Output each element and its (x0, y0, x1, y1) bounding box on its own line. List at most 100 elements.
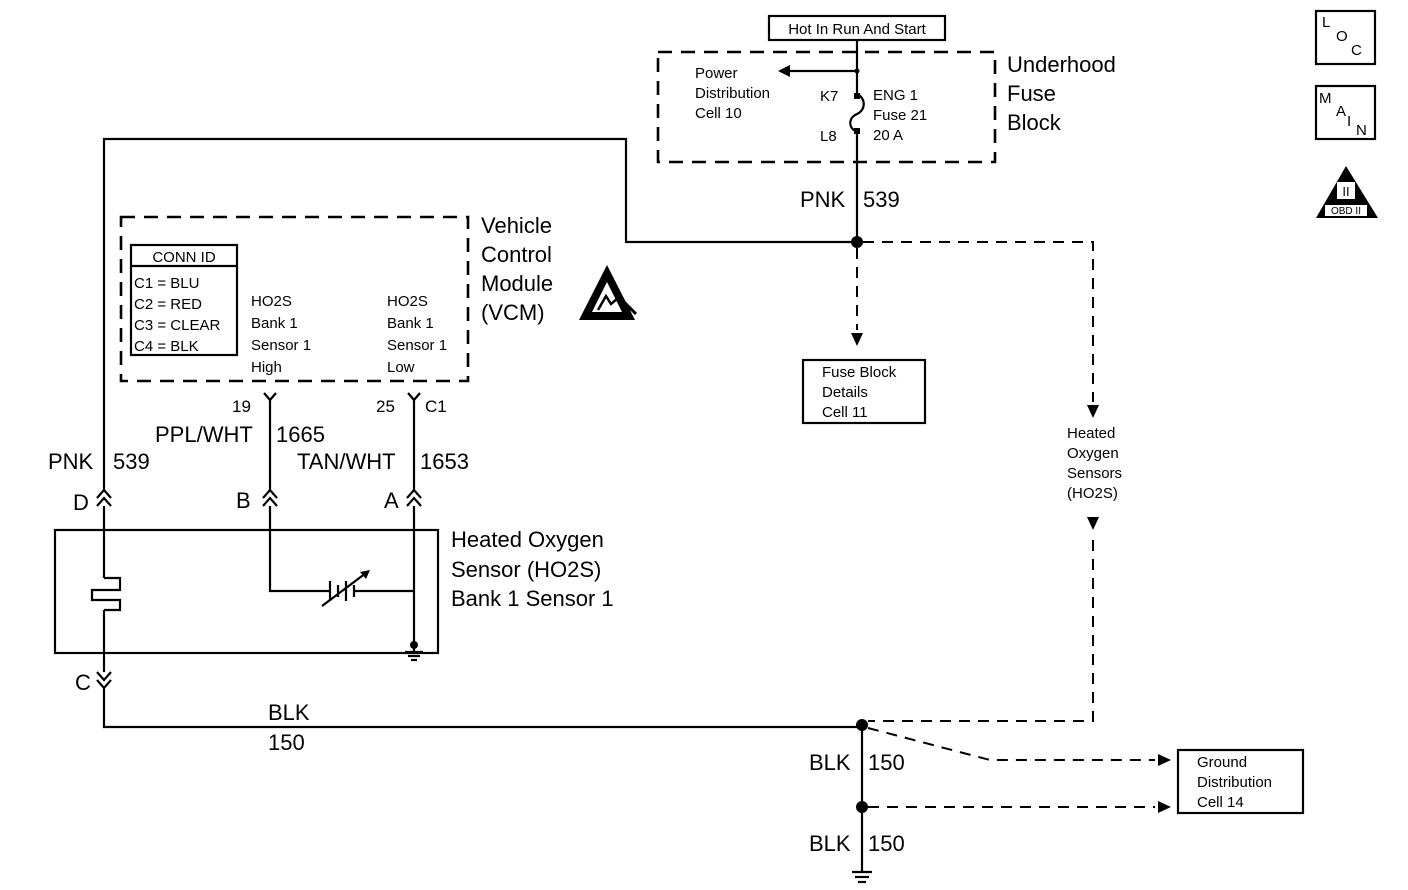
arrow-right-icon (1158, 754, 1171, 766)
ground-dist-label-3: Cell 14 (1197, 794, 1244, 811)
ho2s-ref-label-4: (HO2S) (1067, 485, 1118, 502)
main-icon: M A I N (1314, 84, 1377, 141)
terminal-d-label: D (73, 490, 89, 515)
terminal-d-connector-icon (96, 488, 112, 507)
ho2s-low-label-4: Low (387, 359, 415, 376)
pin-19-connector-icon (263, 392, 277, 402)
ho2s-high-label-3: Sensor 1 (251, 337, 311, 354)
ho2s-high-label-2: Bank 1 (251, 315, 298, 332)
blk-150-ground-wire (102, 688, 862, 729)
tan-wire-color: TAN/WHT (297, 449, 396, 474)
svg-text:N: N (1356, 122, 1367, 139)
ho2s-low-label-1: HO2S (387, 293, 428, 310)
loc-icon: L O C (1314, 9, 1377, 66)
arrow-down-icon (851, 333, 863, 346)
svg-text:M: M (1319, 90, 1332, 107)
conn-id-title: CONN ID (152, 249, 216, 266)
connector-c1-label: C1 (425, 397, 447, 416)
ground-dist-label-1: Ground (1197, 754, 1247, 771)
power-dist-label-1: Power (695, 65, 738, 82)
blk-low-color: BLK (809, 831, 851, 856)
ppl-wire-circuit: 1665 (276, 422, 325, 447)
ho2s-ground-dashed-wire (868, 540, 1094, 722)
blk-low-circuit: 150 (868, 831, 905, 856)
pnk-539-feed-wire (102, 137, 857, 490)
svg-text:O: O (1336, 28, 1348, 45)
underhood-label-3: Block (1007, 110, 1062, 135)
power-dist-arrow-icon (778, 65, 790, 77)
fuse-name-1: ENG 1 (873, 87, 918, 104)
arrow-down-icon (1087, 517, 1099, 530)
pin-25-label: 25 (376, 397, 395, 416)
vcm-label-2: Control (481, 242, 552, 267)
splice-dot (856, 801, 868, 813)
underhood-label-1: Underhood (1007, 52, 1116, 77)
conn-id-row: C3 = CLEAR (134, 317, 220, 334)
fuse-details-label-2: Details (822, 384, 868, 401)
fuse-l8-label: L8 (820, 128, 837, 145)
ho2s-ref-label-3: Sensors (1067, 465, 1122, 482)
svg-text:OBD II: OBD II (1331, 206, 1361, 217)
ppl-wire-color: PPL/WHT (155, 422, 253, 447)
ho2s-high-label-4: High (251, 359, 282, 376)
underhood-label-2: Fuse (1007, 81, 1056, 106)
svg-text:II: II (1342, 184, 1349, 199)
conn-id-row: C1 = BLU (134, 275, 199, 292)
ho2s-ref-label-1: Heated (1067, 425, 1115, 442)
pnk-top-circuit: 539 (863, 187, 900, 212)
ho2s-ref-dashed-wire (863, 241, 1094, 402)
power-dist-label-3: Cell 10 (695, 105, 742, 122)
sensor-label-3: Bank 1 Sensor 1 (451, 586, 614, 611)
variable-voltage-source-icon (321, 570, 370, 607)
pnk-left-color: PNK (48, 449, 94, 474)
ground-dist-label-2: Distribution (1197, 774, 1272, 791)
fuse-name-3: 20 A (873, 127, 903, 144)
pnk-left-circuit: 539 (113, 449, 150, 474)
conn-id-box (129, 243, 239, 357)
ground-dist-dashed-wire (867, 727, 1155, 761)
ho2s-ref-label-2: Oxygen (1067, 445, 1119, 462)
fuse-icon (849, 92, 865, 134)
ground-icon (852, 870, 872, 884)
sensor-signal-wire (268, 506, 330, 593)
svg-text:I: I (1347, 113, 1351, 130)
pnk-top-color: PNK (800, 187, 846, 212)
ho2s-low-label-3: Sensor 1 (387, 337, 447, 354)
terminal-c-label: C (75, 670, 91, 695)
conn-id-row: C2 = RED (134, 296, 202, 313)
fuse-terminal-k7 (854, 93, 860, 99)
obd-ii-icon: II OBD II (1316, 166, 1378, 218)
tan-wire-circuit: 1653 (420, 449, 469, 474)
blk-mid-color: BLK (809, 750, 851, 775)
fuse-details-label-3: Cell 11 (822, 404, 868, 421)
heater-element-icon (90, 576, 122, 612)
sensor-label-2: Sensor (HO2S) (451, 557, 601, 582)
fuse-k7-label: K7 (820, 88, 838, 105)
terminal-b-label: B (236, 488, 251, 513)
splice-dot (854, 68, 860, 74)
vcm-label-3: Module (481, 271, 553, 296)
hot-label: Hot In Run And Start (788, 21, 926, 38)
fuse-name-2: Fuse 21 (873, 107, 927, 124)
ho2s-sensor-outline (53, 528, 440, 655)
underhood-fuse-block-outline (656, 50, 997, 164)
conn-id-row: C4 = BLK (134, 338, 199, 355)
vcm-label-4: (VCM) (481, 300, 545, 325)
blk-mid-circuit: 150 (868, 750, 905, 775)
terminal-b-connector-icon (262, 488, 278, 507)
svg-text:A: A (1336, 103, 1346, 120)
ho2s-low-label-2: Bank 1 (387, 315, 434, 332)
pin-25-connector-icon (407, 392, 421, 402)
vcm-label-1: Vehicle (481, 213, 552, 238)
terminal-c-connector-icon (96, 671, 112, 690)
arrow-right-icon (1158, 801, 1171, 813)
pin-19-label: 19 (232, 397, 251, 416)
power-dist-label-2: Distribution (695, 85, 770, 102)
svg-text:C: C (1351, 42, 1362, 59)
esd-warning-icon (579, 265, 638, 320)
fuse-details-label-1: Fuse Block (822, 364, 897, 381)
sensor-label-1: Heated Oxygen (451, 527, 604, 552)
terminal-a-label: A (384, 488, 399, 513)
fuse-details-box (801, 358, 927, 425)
